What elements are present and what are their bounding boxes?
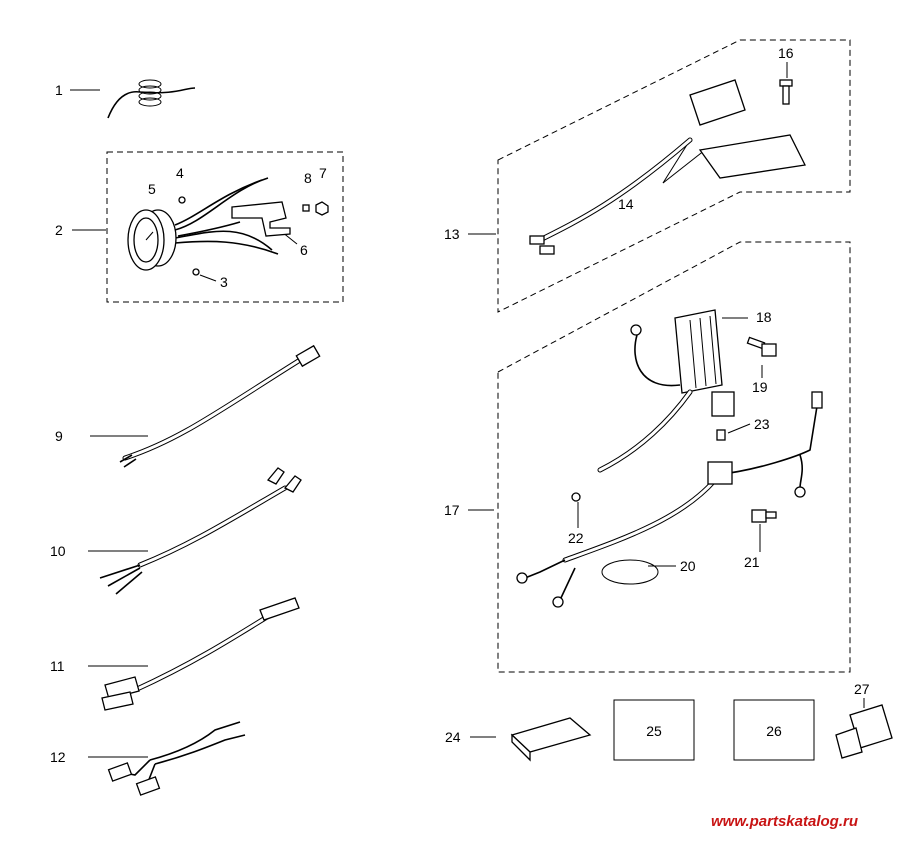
callout-17: 17 [444, 502, 494, 518]
svg-text:10: 10 [50, 543, 66, 559]
callout-5: 5 [148, 181, 156, 197]
callout-16: 16 [778, 45, 794, 78]
callout-3: 3 [199, 274, 228, 290]
bolt-part-19 [746, 336, 777, 357]
svg-text:12: 12 [50, 749, 66, 765]
svg-text:9: 9 [55, 428, 63, 444]
bracket-part [231, 201, 291, 237]
callout-10: 10 [50, 543, 148, 559]
ring-part-20 [601, 559, 659, 585]
svg-text:22: 22 [568, 530, 584, 546]
bulb-part [178, 196, 186, 204]
svg-text:20: 20 [680, 558, 696, 574]
callout-27: 27 [854, 681, 870, 708]
harness-12 [107, 721, 246, 796]
callout-1: 1 [55, 82, 100, 98]
svg-text:18: 18 [756, 309, 772, 325]
svg-text:23: 23 [754, 416, 770, 432]
relay-part-23 [711, 391, 735, 441]
svg-text:11: 11 [50, 658, 65, 674]
svg-text:1: 1 [55, 82, 63, 98]
main-harness-part [516, 391, 823, 608]
box-part-26: 26 [733, 699, 815, 761]
callout-4: 4 [176, 165, 184, 181]
nut-part [315, 201, 329, 216]
harness-10 [99, 467, 302, 595]
stator-kit-outline [497, 39, 851, 313]
callout-21: 21 [744, 524, 761, 570]
harness-9 [119, 344, 321, 468]
pad-part-24 [510, 717, 592, 762]
callout-9: 9 [55, 428, 148, 444]
screw-part-16 [779, 79, 793, 105]
gauge-kit-outline [106, 151, 344, 303]
box-part-25: 25 [613, 699, 695, 761]
svg-text:26: 26 [766, 723, 782, 739]
svg-text:6: 6 [300, 242, 308, 258]
regulator-part [597, 309, 723, 473]
svg-text:16: 16 [778, 45, 794, 61]
harness-kit-outline [497, 241, 851, 673]
svg-text:2: 2 [55, 222, 63, 238]
svg-text:27: 27 [854, 681, 870, 697]
callout-20: 20 [648, 558, 696, 574]
screw-part-21 [751, 509, 777, 523]
svg-text:8: 8 [304, 170, 312, 186]
harness-11 [101, 597, 300, 711]
svg-text:19: 19 [752, 379, 768, 395]
callout-8: 8 [304, 170, 312, 186]
svg-text:25: 25 [646, 723, 662, 739]
callout-11: 11 [50, 658, 148, 674]
svg-text:21: 21 [744, 554, 760, 570]
callout-18: 18 [722, 309, 772, 325]
fitting-part-27 [835, 704, 893, 759]
svg-text:17: 17 [444, 502, 460, 518]
watermark-text: www.partskatalog.ru [711, 813, 858, 830]
svg-text:14: 14 [618, 196, 634, 212]
stator-harness-part [529, 79, 806, 255]
callout-12: 12 [50, 749, 148, 765]
svg-text:5: 5 [148, 181, 156, 197]
svg-text:24: 24 [445, 729, 461, 745]
callout-23: 23 [727, 416, 770, 434]
washer-part [302, 204, 310, 212]
bulb-part-22 [571, 492, 581, 502]
callout-14: 14 [618, 139, 706, 212]
callout-19: 19 [752, 365, 768, 395]
callout-6: 6 [281, 231, 308, 258]
svg-text:13: 13 [444, 226, 460, 242]
callout-24: 24 [445, 729, 496, 745]
svg-text:4: 4 [176, 165, 184, 181]
svg-text:7: 7 [319, 165, 327, 181]
svg-text:3: 3 [220, 274, 228, 290]
callout-22: 22 [568, 502, 584, 546]
callout-7: 7 [319, 165, 327, 181]
bulb-part-2 [192, 268, 200, 276]
coil-wire-part [107, 79, 196, 119]
callout-13: 13 [444, 226, 496, 242]
callout-2: 2 [55, 222, 106, 238]
gauge-part [127, 177, 329, 276]
